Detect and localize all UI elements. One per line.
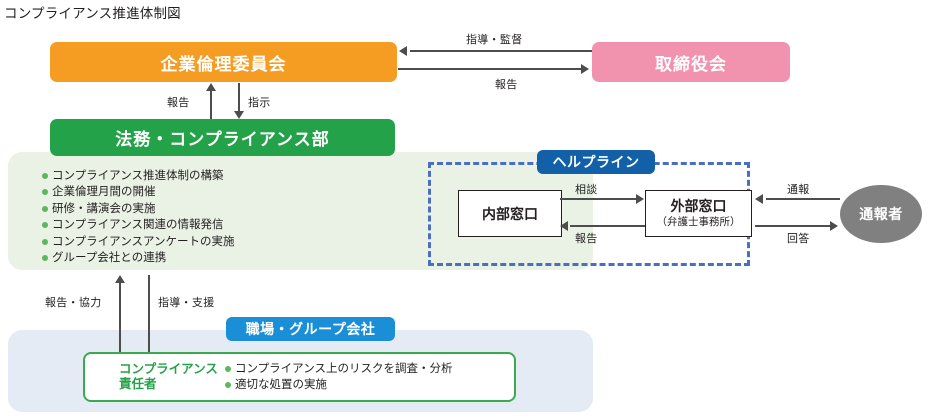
edge-report-back-line [570, 225, 645, 227]
edge-report-cooperate-line [119, 282, 121, 363]
compliance-officer-task-list: コンプライアンス上のリスクを調査・分析 適切な処置の実施 [225, 361, 452, 393]
edge-label-report-to-board: 報告 [495, 79, 518, 91]
list-item-label: コンプライアンス上のリスクを調査・分析 [235, 363, 453, 375]
edge-answer-arrowhead [830, 221, 838, 231]
edge-label-whistleblow: 通報 [787, 184, 810, 196]
list-item-label: 研修・講演会の実施 [52, 202, 156, 215]
edge-label-consult: 相談 [575, 184, 598, 196]
edge-consult-arrowhead [636, 194, 644, 204]
edge-instruction-down-arrowhead [234, 111, 244, 119]
list-item-label: 適切な処置の実施 [235, 379, 327, 391]
bullet-dot-icon [42, 255, 48, 262]
edge-report-up-line [210, 90, 212, 119]
bullet-dot-icon [42, 205, 48, 212]
node-compliance-officer[interactable]: コンプライアンス 責任者 コンプライアンス上のリスクを調査・分析 適切な処置の実… [83, 352, 516, 402]
edge-label-guidance-supervision: 指導・監督 [466, 34, 523, 46]
edge-label-guidance-support: 指導・支援 [158, 297, 215, 309]
list-item-label: コンプライアンス推進体制の構築 [52, 170, 224, 182]
edge-answer-line [755, 225, 831, 227]
node-internal-contact[interactable]: 内部窓口 [458, 190, 562, 237]
edge-guidance-support-line [148, 275, 150, 356]
dept-task-list: コンプライアンス推進体制の構築 企業倫理月間の開催 研修・講演会の実施 コンプラ… [42, 168, 372, 266]
edge-guidance-supervision-arrowhead [399, 46, 407, 56]
bullet-dot-icon [42, 238, 48, 245]
compliance-officer-title-line1: コンプライアンス [119, 362, 218, 376]
list-item: グループ会社との連携 [42, 250, 372, 266]
edge-whistleblow-line [766, 198, 840, 200]
bullet-dot-icon [42, 222, 48, 229]
edge-label-report-up: 報告 [167, 97, 190, 109]
node-external-contact-title: 外部窓口 [670, 198, 727, 214]
list-item: 研修・講演会の実施 [42, 201, 372, 217]
edge-guidance-supervision-line [410, 50, 592, 52]
list-item-label: 企業倫理月間の開催 [52, 186, 156, 199]
list-item-label: コンプライアンス関連の情報発信 [52, 219, 224, 232]
node-ethics-committee[interactable]: 企業倫理委員会 [50, 42, 397, 82]
node-external-contact[interactable]: 外部窓口 （弁護士事務所） [645, 190, 752, 237]
compliance-officer-title: コンプライアンス 責任者 [85, 362, 225, 392]
edge-instruction-down-line [238, 83, 240, 112]
edge-label-answer: 回答 [787, 233, 810, 245]
node-legal-compliance-dept[interactable]: 法務・コンプライアンス部 [50, 119, 395, 156]
list-item: コンプライアンスアンケートの実施 [42, 234, 372, 250]
list-item: 適切な処置の実施 [225, 377, 452, 393]
bullet-dot-icon [42, 189, 48, 196]
edge-label-instruction-down: 指示 [248, 97, 271, 109]
list-item: コンプライアンス上のリスクを調査・分析 [225, 361, 452, 377]
edge-report-to-board-arrowhead [581, 64, 589, 74]
helpline-badge: ヘルプライン [537, 150, 655, 174]
edge-report-to-board-line [398, 68, 582, 70]
node-board-of-directors[interactable]: 取締役会 [592, 42, 790, 82]
edge-report-back-arrowhead [560, 221, 568, 231]
list-item: コンプライアンス推進体制の構築 [42, 168, 372, 184]
list-item: コンプライアンス関連の情報発信 [42, 217, 372, 233]
list-item: 企業倫理月間の開催 [42, 184, 372, 200]
node-external-contact-subtitle: （弁護士事務所） [656, 216, 741, 228]
bullet-dot-icon [42, 173, 48, 179]
edge-report-up-arrowhead [206, 83, 216, 91]
bullet-dot-icon [225, 366, 231, 372]
edge-consult-line [560, 198, 637, 200]
compliance-officer-title-line2: 責任者 [119, 377, 157, 391]
list-item-label: グループ会社との連携 [52, 252, 167, 265]
bullet-dot-icon [225, 382, 231, 388]
node-reporter[interactable]: 通報者 [840, 185, 922, 243]
edge-label-report-cooperate: 報告・協力 [45, 297, 102, 309]
edge-report-cooperate-arrowhead [115, 275, 125, 283]
workplace-badge: 職場・グループ会社 [226, 317, 395, 341]
list-item-label: コンプライアンスアンケートの実施 [52, 235, 235, 248]
page-title: コンプライアンス推進体制図 [4, 6, 181, 21]
edge-whistleblow-arrowhead [755, 194, 763, 204]
edge-label-report-back: 報告 [575, 233, 598, 245]
